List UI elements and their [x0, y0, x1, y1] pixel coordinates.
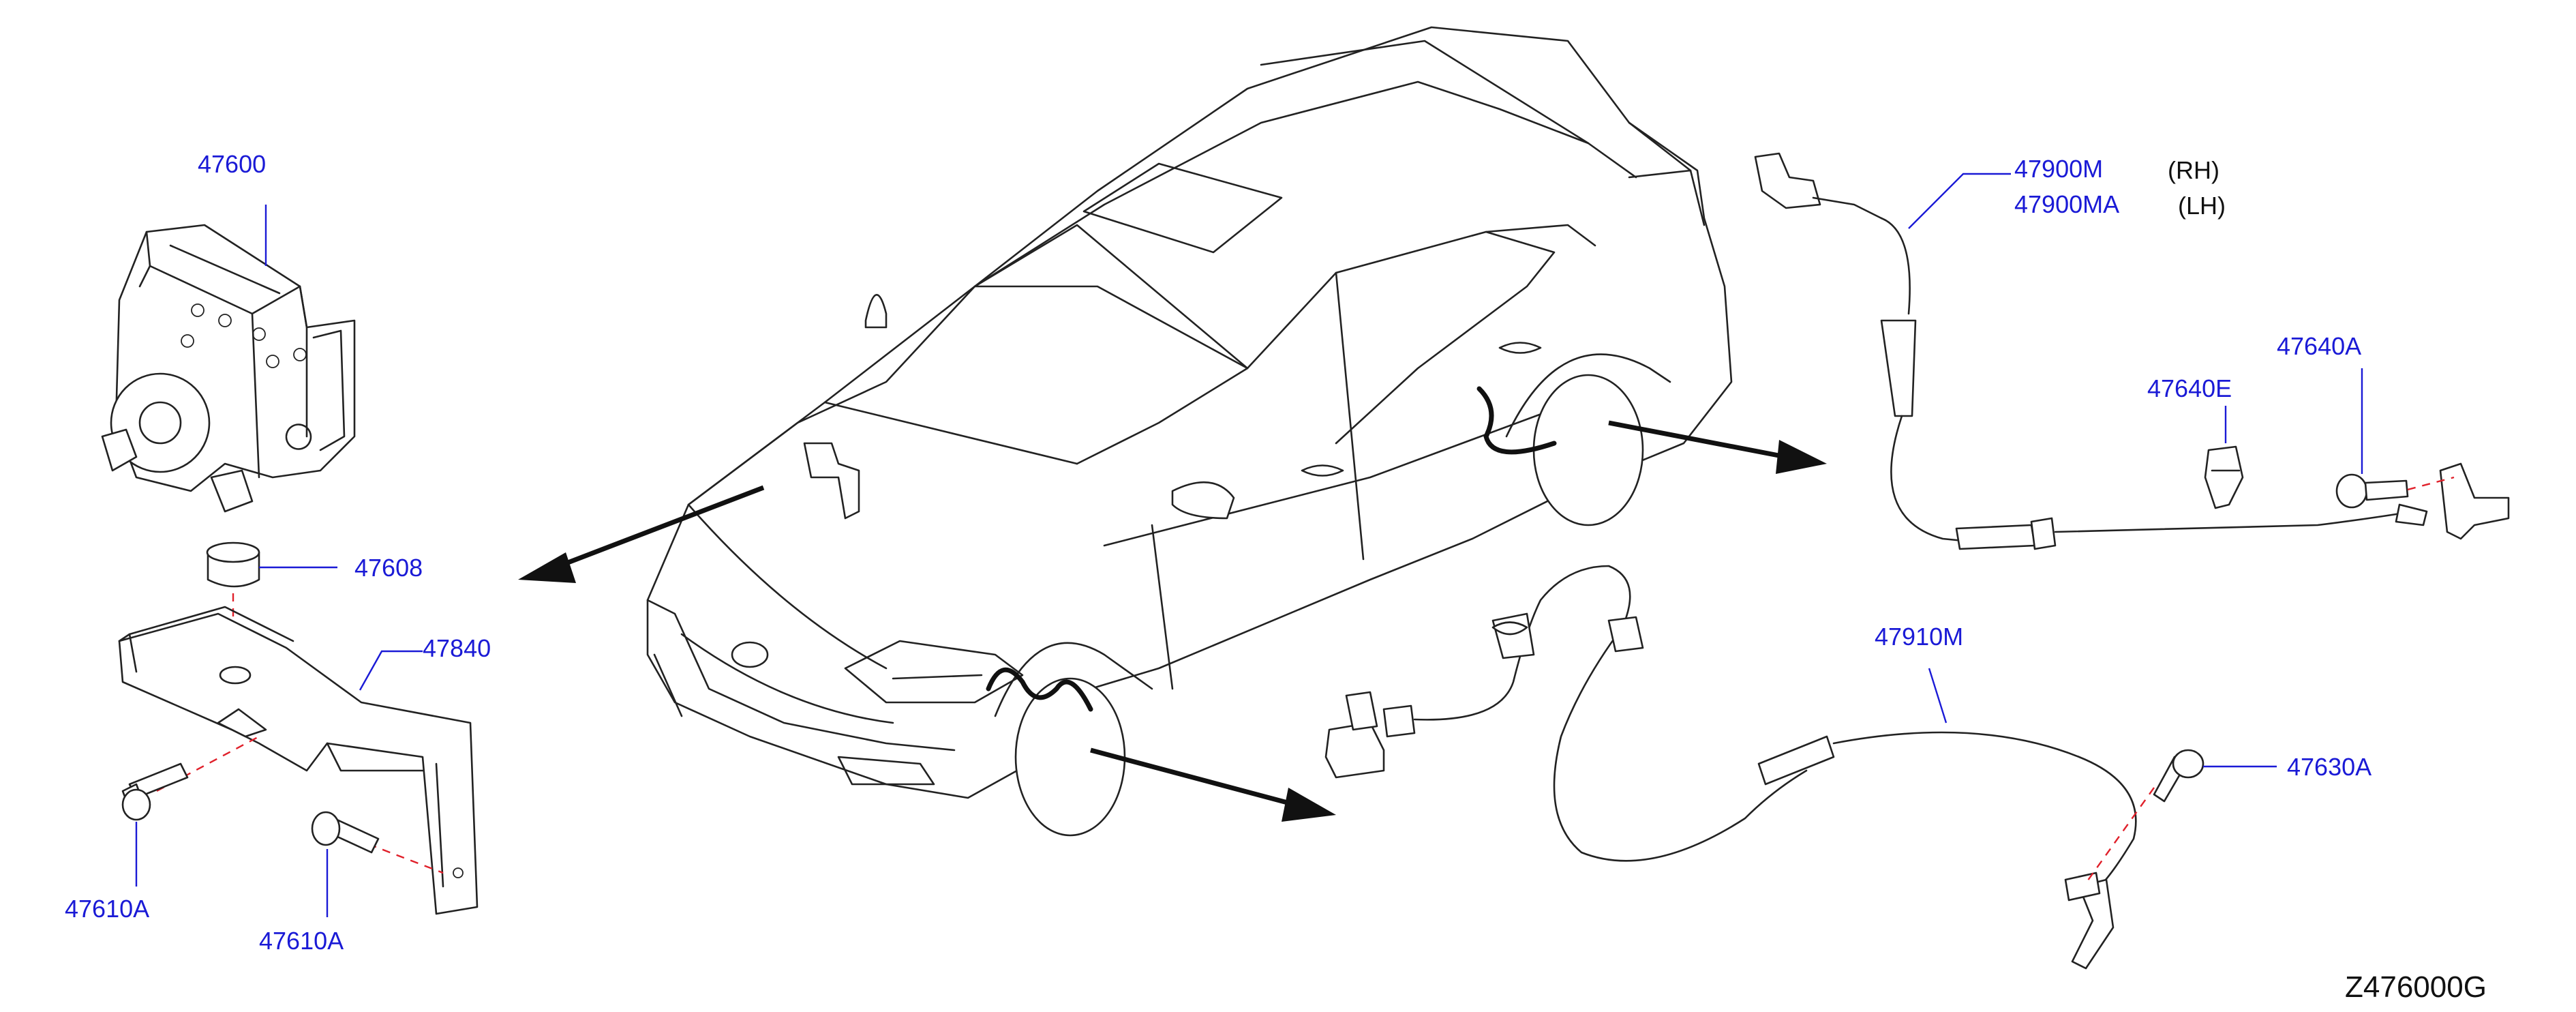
diagram-id: Z476000G: [2345, 970, 2487, 1004]
arrow-to-rear-sensor: [1608, 420, 1827, 474]
bracket-47840[interactable]: [118, 606, 479, 915]
abs-actuator-unit[interactable]: [101, 224, 356, 513]
bolt-47630a[interactable]: [2153, 749, 2204, 803]
grommet-47608[interactable]: [206, 541, 260, 588]
label-47640e[interactable]: 47640E: [2147, 374, 2232, 402]
leader-47910m: [1928, 668, 1948, 724]
front-harness-mark: [986, 667, 1093, 712]
label-47900m[interactable]: 47900M: [2014, 155, 2103, 183]
label-47608[interactable]: 47608: [354, 554, 423, 582]
label-47840[interactable]: 47840: [423, 634, 491, 662]
label-47910m[interactable]: 47910M: [1875, 623, 1963, 651]
label-rh: (RH): [2168, 156, 2219, 184]
arrow-to-front-sensor: [1090, 747, 1336, 822]
vehicle-outline: [646, 26, 1733, 837]
label-47900ma[interactable]: 47900MA: [2014, 190, 2119, 218]
bolt-47610a-right[interactable]: [311, 811, 380, 854]
label-lh: (LH): [2178, 192, 2226, 220]
centerline-47640a: [2407, 476, 2455, 491]
centerline-47630a: [2085, 787, 2155, 884]
label-47600[interactable]: 47600: [198, 150, 266, 178]
label-47630a[interactable]: 47630A: [2287, 753, 2372, 781]
label-47640a[interactable]: 47640A: [2277, 332, 2361, 360]
bolt-47640a[interactable]: [2335, 473, 2409, 509]
rear-wheel-sensor-harness[interactable]: [1754, 152, 2510, 550]
arrow-to-abs: [518, 485, 765, 583]
leader-47840: [359, 650, 423, 691]
clip-47640e[interactable]: [2204, 445, 2244, 509]
leader-47900m: [1908, 173, 2011, 229]
bolt-47610a-left[interactable]: [121, 762, 189, 821]
front-wheel-sensor-harness[interactable]: [1324, 565, 2137, 970]
label-47610a-right[interactable]: 47610A: [259, 927, 344, 955]
label-47610a-left[interactable]: 47610A: [65, 895, 149, 923]
rear-harness-mark: [1476, 386, 1557, 455]
